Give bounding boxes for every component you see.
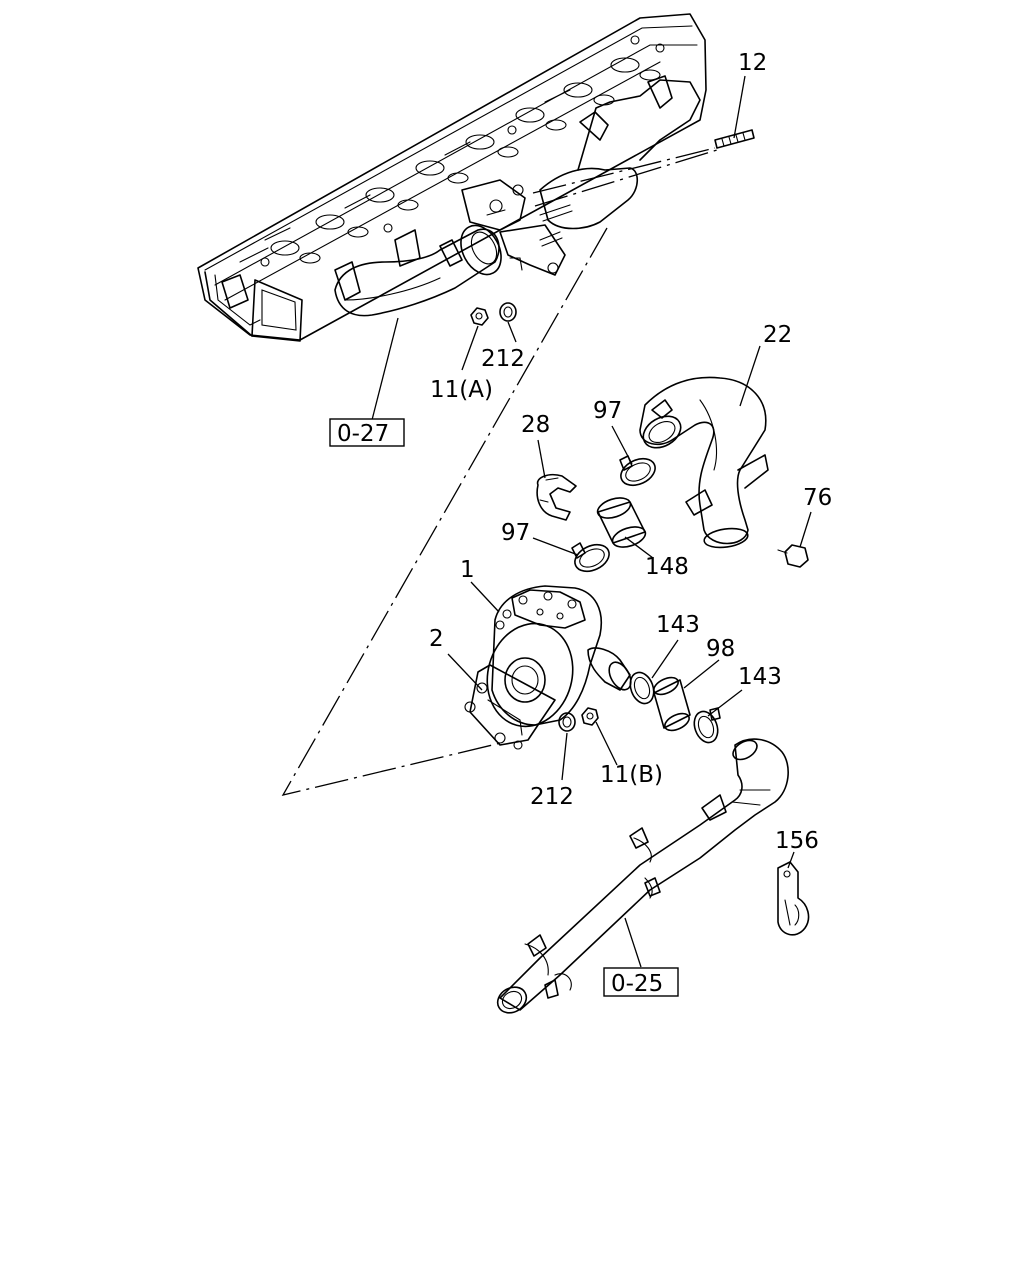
nut-upper <box>470 307 489 326</box>
hook-bracket <box>777 861 810 936</box>
reference-label-bottom: 0-25 <box>611 971 663 997</box>
cylinder-head <box>197 13 707 342</box>
hose-clamp-143-lower <box>693 707 721 744</box>
callout-212-upper: 212 <box>481 346 525 372</box>
callout-97-upper: 97 <box>593 398 622 424</box>
washer-upper <box>499 302 517 322</box>
callout-28: 28 <box>521 412 550 438</box>
reference-label-top: 0-27 <box>337 421 389 447</box>
callout-labels: 12 22 212 11(A) 97 28 76 97 148 1 143 98… <box>429 50 832 854</box>
callout-143-upper: 143 <box>656 612 700 638</box>
washer-lower <box>558 712 576 732</box>
elbow-pipe <box>639 376 769 549</box>
reference-box-top: 0-27 <box>329 418 405 447</box>
turbocharger <box>464 585 632 750</box>
callout-97-lower: 97 <box>501 520 530 546</box>
leader-lines <box>371 75 812 968</box>
hose-clamp-143-upper <box>629 671 655 705</box>
callout-11b: 11(B) <box>600 762 663 788</box>
callout-156: 156 <box>775 828 819 854</box>
callout-76: 76 <box>803 485 832 511</box>
stud-bolt <box>714 129 755 149</box>
rubber-hose <box>596 497 647 548</box>
air-intake-pipe <box>496 738 789 1014</box>
callout-2: 2 <box>429 626 444 652</box>
hose-98 <box>653 676 691 732</box>
callout-11a: 11(A) <box>430 377 493 403</box>
callout-22: 22 <box>763 322 792 348</box>
reference-box-bottom: 0-25 <box>603 967 679 997</box>
callout-212-lower: 212 <box>530 784 574 810</box>
flange-bolt <box>777 544 809 568</box>
callout-12: 12 <box>738 50 767 76</box>
nut-lower <box>581 707 599 726</box>
callout-1: 1 <box>460 557 475 583</box>
assembly-reference-lines <box>281 147 718 796</box>
bracket-clip <box>536 473 577 521</box>
callout-143-lower: 143 <box>738 664 782 690</box>
callout-98: 98 <box>706 636 735 662</box>
hose-clamp-upper <box>619 455 656 487</box>
exhaust-manifold <box>334 75 701 317</box>
hose-clamp-lower <box>571 542 610 573</box>
callout-148: 148 <box>645 554 689 580</box>
